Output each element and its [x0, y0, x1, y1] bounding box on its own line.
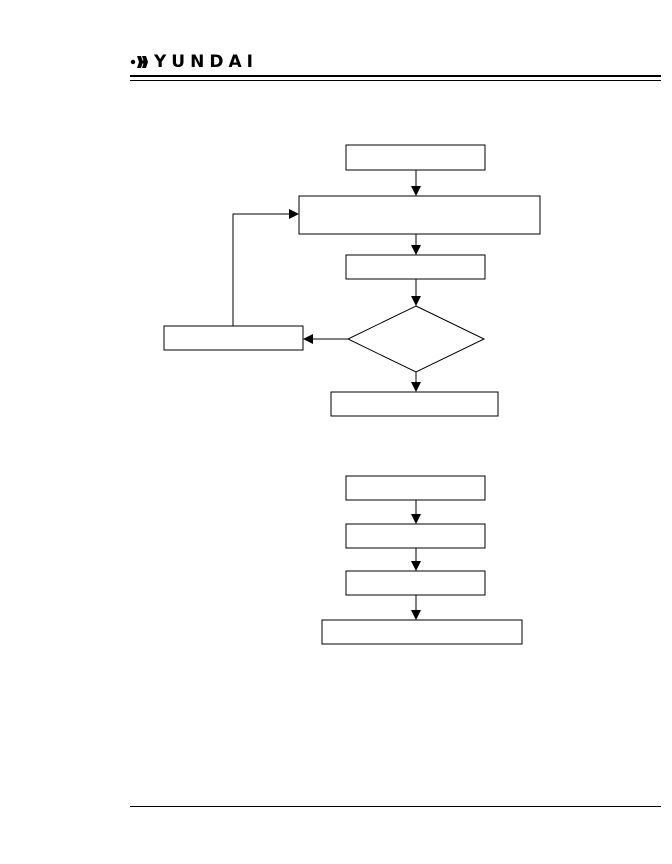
flowchart-top	[163, 144, 541, 417]
hyundai-logo: YUNDAI	[130, 52, 258, 72]
flowchart-bottom	[321, 475, 523, 645]
top-box-3	[345, 254, 486, 280]
top-box-4	[330, 391, 499, 417]
header-rule-thin	[130, 80, 661, 81]
logo-text: YUNDAI	[154, 52, 258, 72]
bottom-box-4	[321, 619, 523, 645]
top-side-box	[163, 325, 304, 351]
hyundai-logo-mark-icon	[130, 55, 152, 69]
bottom-box-3	[345, 570, 486, 596]
bottom-box-1	[345, 475, 486, 501]
top-box-2	[298, 195, 541, 235]
arrow-side-loop	[232, 209, 299, 326]
top-box-1	[345, 144, 486, 171]
header-rule-thick	[130, 75, 661, 77]
footer-rule	[130, 806, 661, 807]
top-decision	[346, 305, 486, 373]
bottom-box-2	[345, 523, 486, 549]
